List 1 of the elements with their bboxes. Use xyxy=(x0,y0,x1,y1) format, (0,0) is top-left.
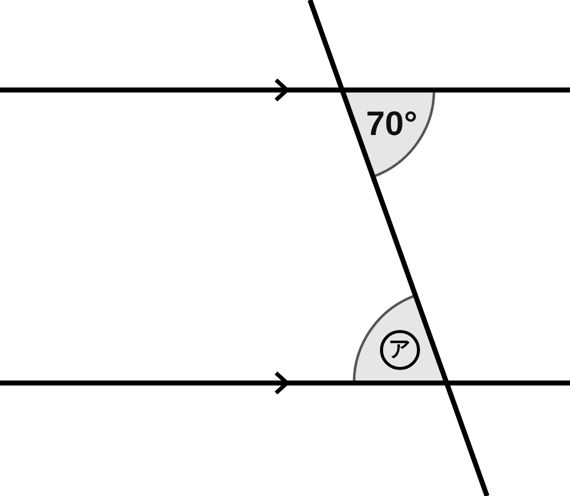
angle-label: 70° xyxy=(366,107,418,141)
